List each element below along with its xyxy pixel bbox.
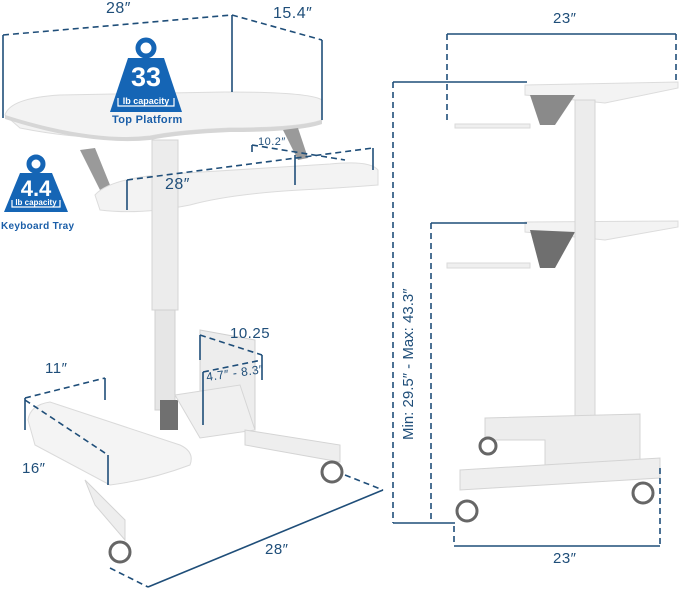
weight-icon-33 [110, 37, 182, 112]
weight-icon-4-4 [4, 154, 68, 212]
left-bracket [80, 148, 110, 190]
caster-icon [631, 481, 655, 505]
foot-platform-shape [27, 401, 192, 486]
foot-platform-width-label: 11″ [45, 360, 68, 377]
caster-icon [455, 499, 479, 523]
keyboard-tray-capacity-value: 4.4 [20, 176, 52, 201]
column-clamp [160, 400, 178, 430]
height-range-label: Min: 29.5″ - Max: 43.3″ [400, 288, 417, 440]
keyboard-tray-width-label: 28″ [165, 176, 190, 193]
keyboard-tray-capacity-label: Keyboard Tray [1, 221, 75, 232]
base-leg-right [244, 429, 341, 463]
side-cpu-holder [484, 413, 641, 466]
keyboard-tray-shape [94, 162, 379, 213]
caster-icon [478, 436, 498, 456]
caster-icon [320, 460, 344, 484]
side-top-bracket [530, 95, 575, 125]
top-platform-capacity-label: Top Platform [112, 114, 183, 126]
caster-icon [108, 540, 132, 564]
side-top-depth-label: 23″ [553, 10, 577, 27]
column-upper [151, 139, 179, 311]
base-leg-left [84, 479, 126, 542]
top-platform-capacity-unit: lb capacity [122, 96, 170, 106]
foot-platform-depth-label: 16″ [22, 460, 46, 477]
side-column [574, 99, 596, 421]
keyboard-tray-capacity-unit: lb capacity [15, 198, 57, 207]
keyboard-tray-depth-label: 10.2″ [258, 136, 286, 148]
top-platform-width-label: 28″ [106, 0, 131, 17]
top-platform-capacity-value: 33 [130, 62, 162, 92]
right-bracket [283, 128, 308, 160]
cpu-holder-length-label: 10.25 [230, 325, 271, 342]
side-base-depth-label: 23″ [553, 550, 577, 567]
base-width-label: 28″ [265, 541, 289, 558]
side-tray-bracket [530, 230, 575, 268]
top-platform-depth-label: 15.4″ [273, 5, 313, 22]
column-lower [154, 309, 176, 411]
